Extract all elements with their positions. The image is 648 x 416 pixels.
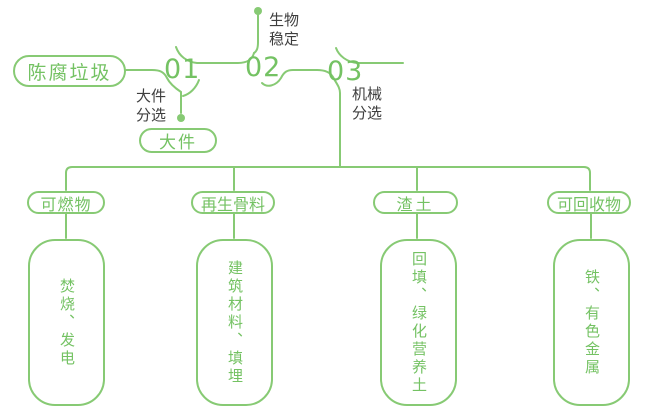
step-number-03: 03	[327, 56, 364, 87]
destination-text: 铁、有色金属	[583, 268, 601, 377]
endpoint-dot-bio	[254, 7, 262, 15]
step-label-line: 分选	[136, 106, 167, 124]
connector-step01-to-step02	[175, 46, 255, 64]
step-label-line: 机械	[352, 85, 383, 103]
step-label-bulky-sorting: 大件 分选	[136, 87, 166, 125]
step-label-mechanical-sorting: 机械 分选	[352, 85, 382, 123]
step-label-line: 生物	[269, 11, 300, 29]
node-destination-metals: 铁、有色金属	[553, 239, 630, 406]
connector-bio-drop	[253, 14, 259, 54]
step-number-02: 02	[245, 52, 282, 83]
step-number-01: 01	[164, 54, 201, 85]
node-destination-backfill: 回填、绿化营养土	[380, 239, 457, 406]
endpoint-dot-large-item	[177, 114, 185, 122]
swash-step01-bottom	[182, 79, 200, 97]
node-destination-building-materials: 建筑材料、填埋	[196, 239, 273, 406]
destination-text: 回填、绿化营养土	[410, 250, 428, 395]
connector-source-to-step01	[125, 69, 182, 114]
step-label-bio-stabilization: 生物 稳定	[269, 11, 299, 49]
step-label-line: 大件	[136, 87, 167, 105]
node-category-recycled-aggregate: 再生骨料	[191, 191, 275, 214]
connector-step03-branch	[316, 69, 341, 168]
node-destination-incineration: 焚烧、发电	[28, 239, 105, 406]
connector-step02-to-step03	[261, 69, 318, 87]
node-large-item: 大件	[139, 128, 217, 153]
node-category-slag-soil: 渣土	[373, 191, 458, 214]
destination-text: 建筑材料、填埋	[226, 259, 244, 386]
step-label-line: 分选	[352, 104, 383, 122]
node-category-combustibles: 可燃物	[27, 191, 105, 214]
connector-step03-tail	[335, 47, 404, 64]
destination-text: 焚烧、发电	[58, 277, 76, 368]
node-source: 陈腐垃圾	[13, 55, 126, 87]
connector-distribution-rail	[65, 166, 591, 191]
step-label-line: 稳定	[269, 30, 300, 48]
node-category-recyclables: 可回收物	[547, 191, 631, 214]
